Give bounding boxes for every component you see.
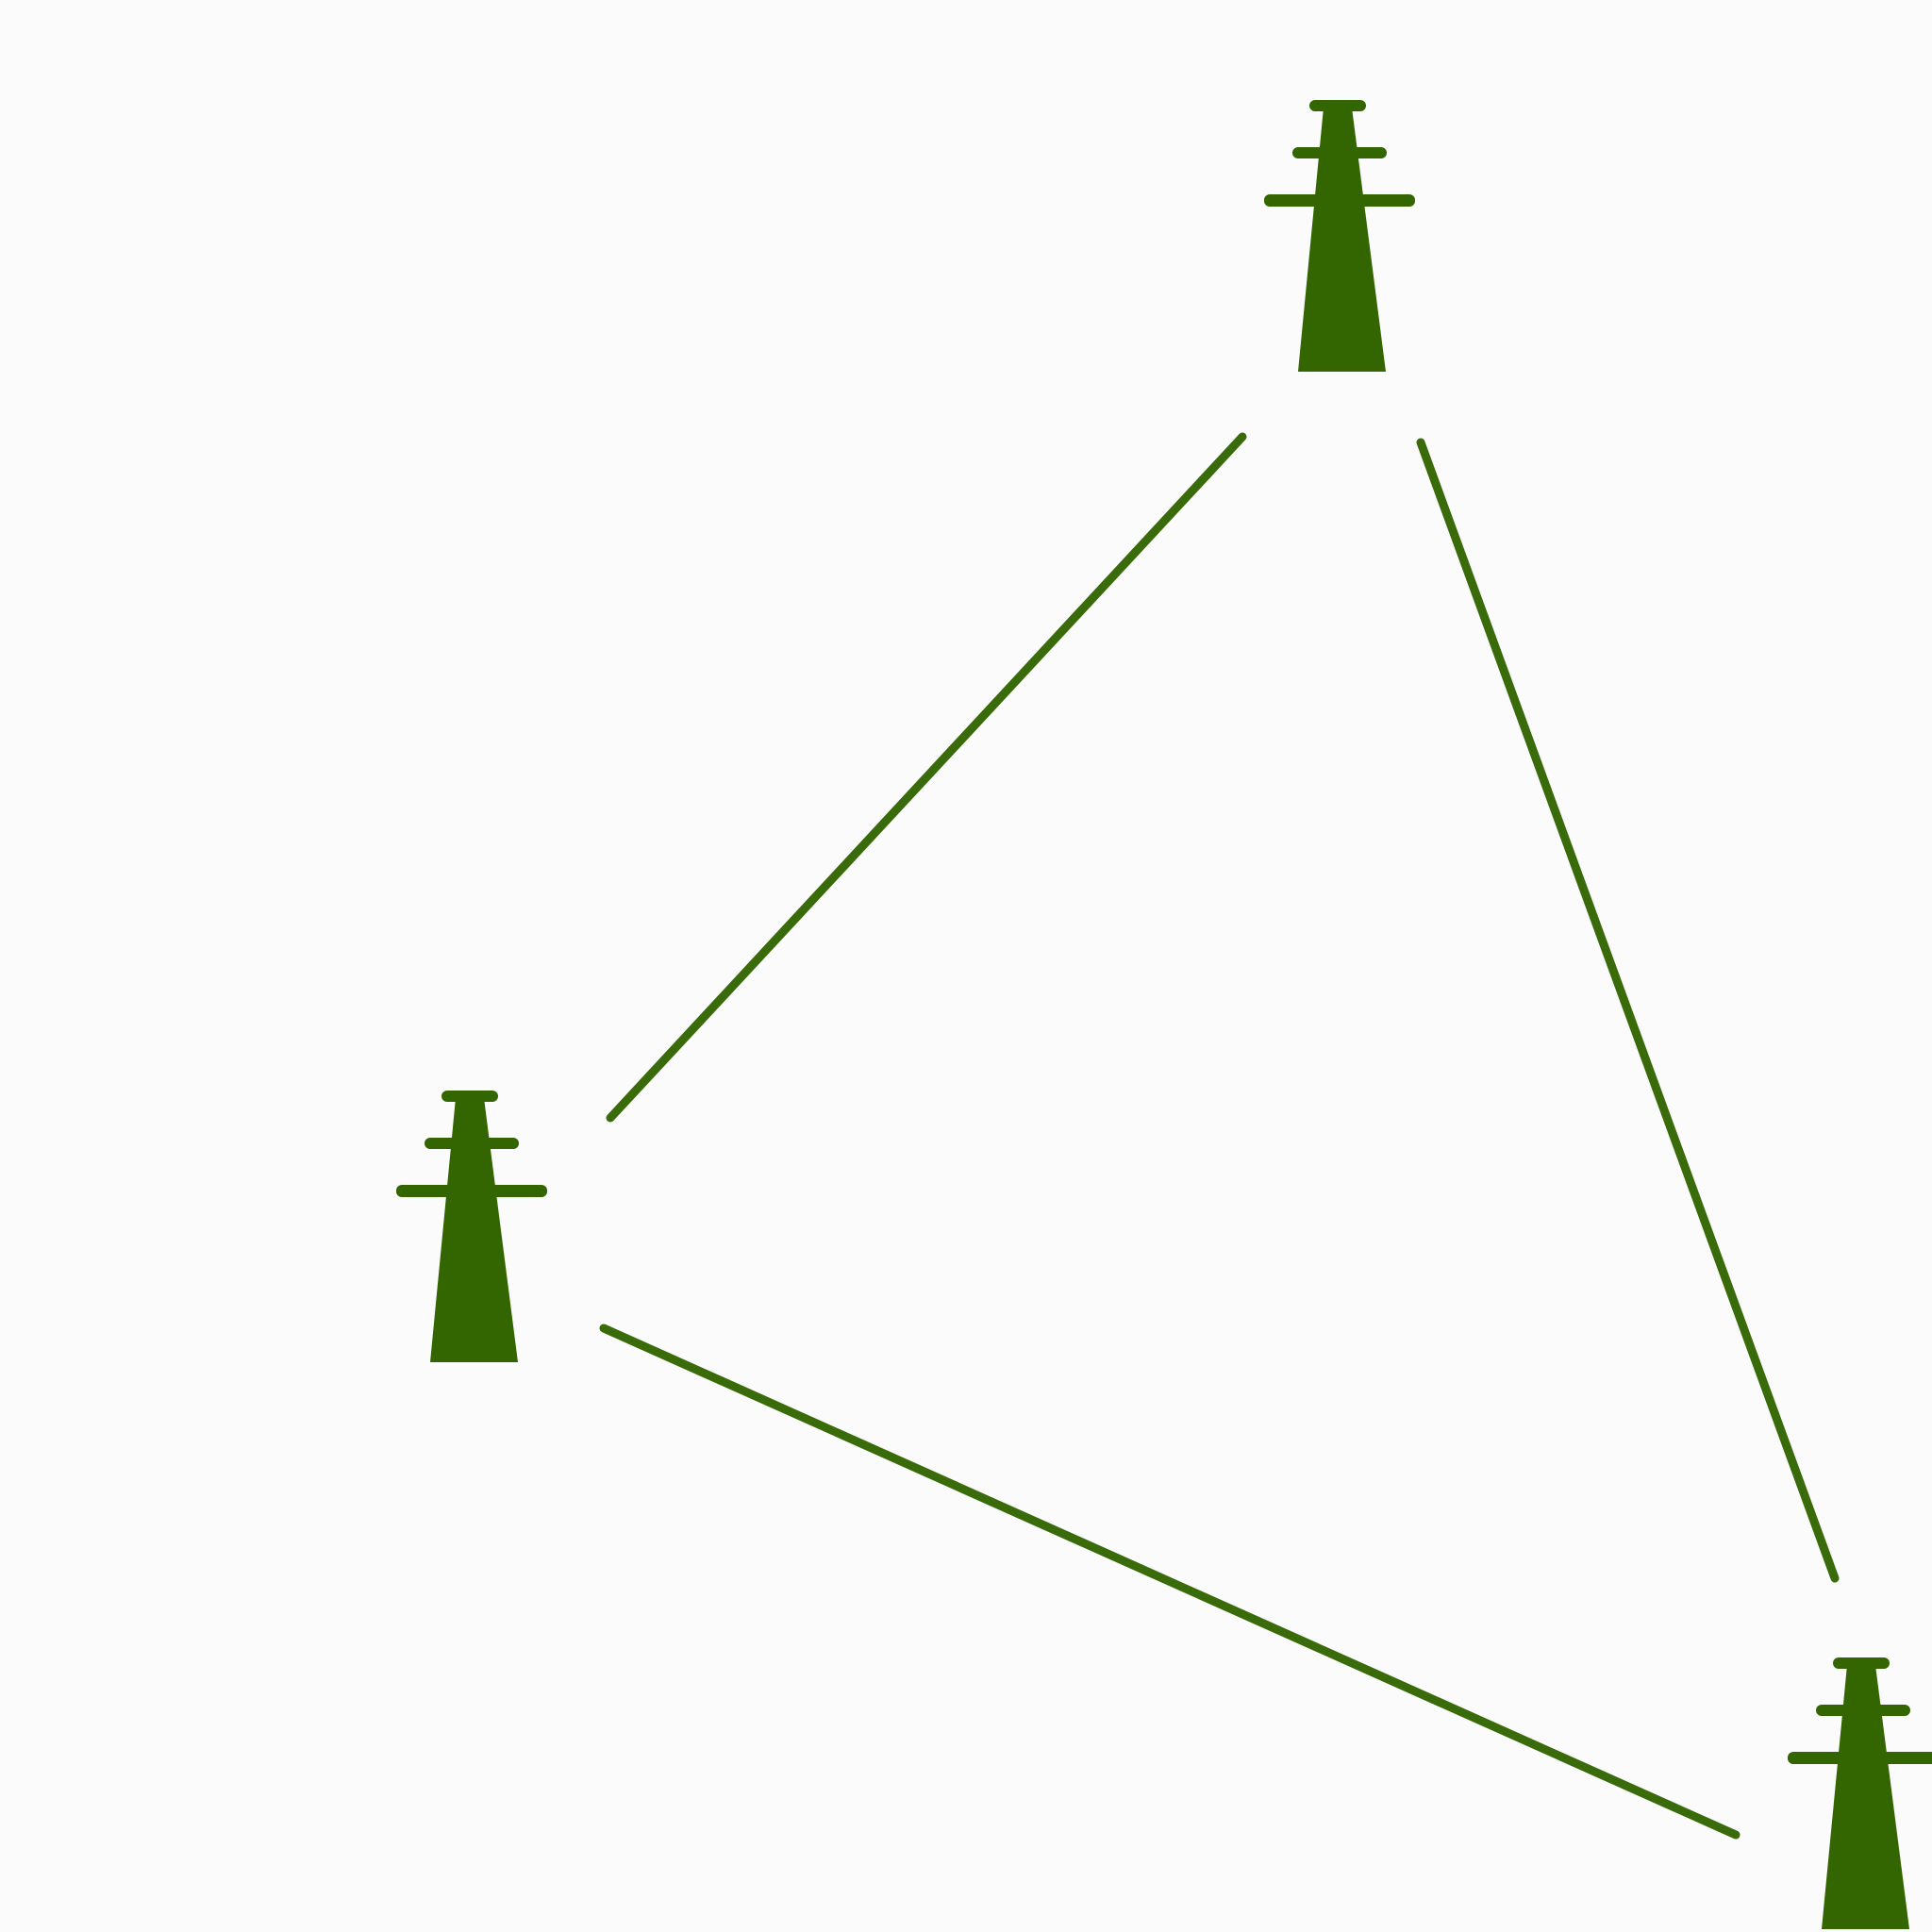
transmission-tower-icon — [396, 1091, 547, 1362]
transmission-tower-icon — [1264, 100, 1415, 372]
connection-lines — [599, 432, 1840, 1840]
connection-line-left-bottom-right — [599, 1324, 1740, 1840]
connection-line-top-left — [606, 432, 1247, 1123]
connection-line-top-bottom-right — [1416, 438, 1840, 1583]
transmission-tower-icon — [1788, 1657, 1932, 1929]
tower-nodes — [396, 100, 1932, 1929]
